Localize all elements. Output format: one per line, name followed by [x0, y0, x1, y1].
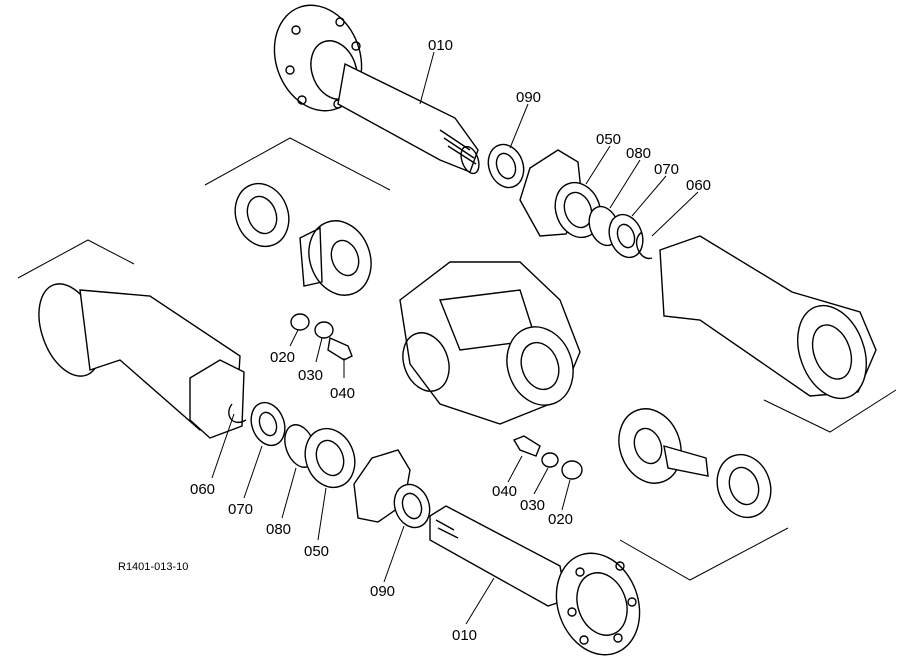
circlip-060-bottom — [228, 403, 247, 423]
seal-090-top — [487, 143, 525, 189]
axle-housing-right — [659, 235, 897, 433]
callout-090-bottom: 090 — [370, 583, 395, 600]
seal-090-bottom — [393, 483, 431, 529]
callout-040-right: 040 — [492, 483, 517, 500]
callout-030-right: 030 — [520, 497, 545, 514]
callout-020-right: 020 — [548, 511, 573, 528]
nut-070-top — [608, 213, 644, 259]
bolt-040-left — [327, 336, 353, 361]
callout-labels: 010 090 050 080 070 060 020 030 040 060 … — [118, 37, 711, 644]
axle-shaft-top — [273, 4, 480, 175]
differential-case — [399, 261, 581, 425]
callout-040-left: 040 — [330, 385, 355, 402]
callout-070-bottom: 070 — [228, 501, 253, 518]
lockplate-030-right — [541, 452, 559, 468]
bolt-040-right — [512, 435, 541, 457]
callout-060-top: 060 — [686, 177, 711, 194]
axle-shaft-bottom — [429, 505, 641, 656]
circlip-060-top — [636, 231, 653, 260]
differential-hub-left — [299, 220, 372, 296]
bearing-050-bottom — [304, 427, 356, 489]
callout-030-left: 030 — [298, 367, 323, 384]
callout-010-bottom: 010 — [452, 627, 477, 644]
differential-hub-right — [618, 408, 709, 484]
callout-010-top: 010 — [428, 37, 453, 54]
drawing-code: R1401-013-10 — [118, 561, 188, 573]
washer-020-right — [561, 460, 583, 480]
lockplate-030-left — [314, 321, 334, 339]
bearing-lower-right — [619, 453, 789, 581]
callout-080-bottom: 080 — [266, 521, 291, 538]
callout-060-bottom: 060 — [190, 481, 215, 498]
callout-070-top: 070 — [654, 161, 679, 178]
callout-020-left: 020 — [270, 349, 295, 366]
washer-020-left — [290, 313, 310, 331]
callout-090-top: 090 — [516, 89, 541, 106]
axle-housing-left — [17, 239, 245, 439]
callout-050-top: 050 — [596, 131, 621, 148]
callout-080-top: 080 — [626, 145, 651, 162]
bearing-upper-left — [204, 137, 391, 248]
callout-050-bottom: 050 — [304, 543, 329, 560]
leader-lines — [211, 51, 699, 625]
nut-070-bottom — [250, 401, 286, 447]
